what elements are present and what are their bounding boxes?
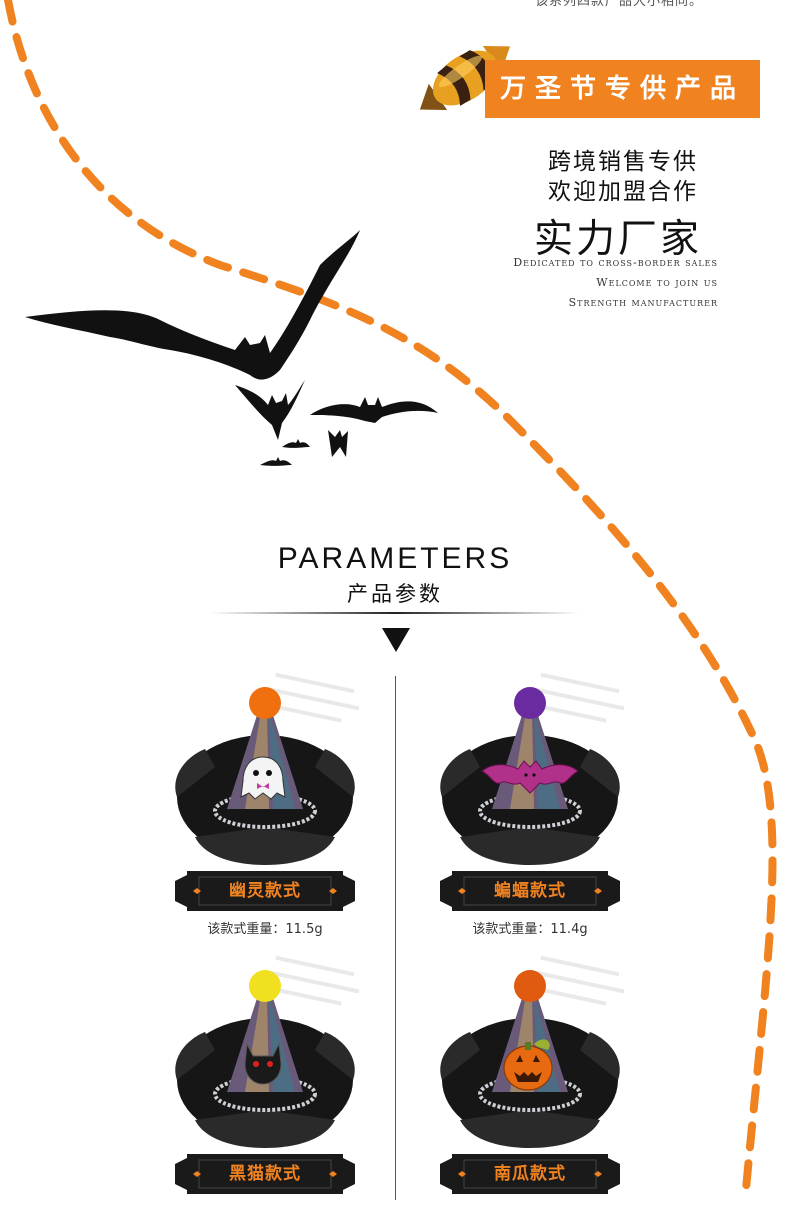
candy-icon	[419, 45, 511, 111]
top-cutoff-text: 该系列四款产品大小相同。	[535, 0, 704, 9]
parameters-title-en: PARAMETERS	[277, 542, 513, 575]
product-weight: 该款式重量：11.5g	[207, 922, 323, 937]
product-name: 黑猫款式	[229, 1164, 301, 1184]
product-card: 幽灵款式该款式重量：11.5g	[160, 672, 370, 942]
name-plaque	[440, 871, 620, 911]
product-card: 黑猫款式	[160, 955, 370, 1225]
slogan-line-2: 欢迎加盟合作	[548, 179, 698, 205]
product-card: 蝙蝠款式该款式重量：11.4g	[425, 672, 635, 942]
english-line-2: Welcome to join us	[596, 276, 718, 289]
product-photo	[440, 955, 625, 1148]
slogan-big: 实力厂家	[533, 217, 702, 262]
name-plaque	[175, 871, 355, 911]
product-card: 南瓜款式	[425, 955, 635, 1225]
name-plaque	[440, 1154, 620, 1194]
product-name: 南瓜款式	[494, 1164, 566, 1184]
halloween-banner: 万圣节专供产品	[485, 60, 760, 118]
bat-icon	[25, 230, 438, 466]
column-divider	[395, 676, 396, 1200]
down-triangle-icon	[382, 628, 410, 652]
heading-divider	[210, 612, 580, 614]
product-photo	[175, 955, 360, 1148]
product-weight: 该款式重量：11.4g	[472, 922, 588, 937]
english-line-3: Strength manufacturer	[568, 296, 718, 309]
product-name: 幽灵款式	[229, 881, 301, 901]
english-line-1: Dedicated to cross-border sales	[513, 256, 718, 269]
slogan-line-1: 跨境销售专供	[548, 149, 698, 175]
dashed-curve-decoration	[4, 0, 777, 1200]
name-plaque	[175, 1154, 355, 1194]
parameters-title-cn: 产品参数	[347, 582, 443, 606]
product-name: 蝙蝠款式	[494, 881, 566, 901]
product-photo	[175, 672, 360, 865]
product-photo	[440, 672, 625, 865]
